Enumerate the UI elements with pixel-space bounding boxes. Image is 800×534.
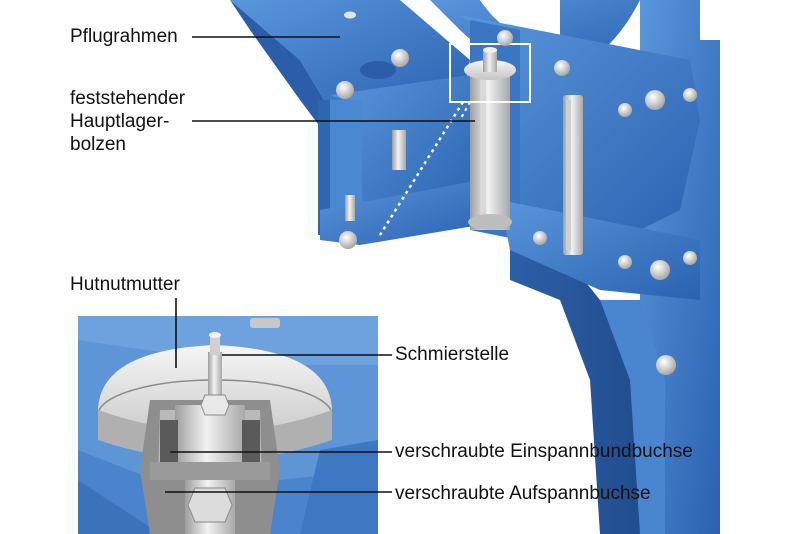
label-hauptlagerbolzen-line2: Hauptlager- [70,111,170,132]
label-hauptlagerbolzen-line3: bolzen [70,134,126,155]
detail-inset [78,316,378,534]
bolt-heads [336,30,697,375]
label-hauptlagerbolzen: feststehender Hauptlager- bolzen [70,87,185,156]
label-aufspannbuchse: verschraubte Aufspannbuchse [395,483,651,504]
label-einspannbundbuchse: verschraubte Einspannbundbuchse [395,441,693,462]
label-schmierstelle: Schmierstelle [395,344,510,365]
plough-frame-beam [230,0,470,140]
label-pflugrahmen: Pflugrahmen [70,26,178,47]
detail-highlight-box [449,43,531,103]
label-hauptlagerbolzen-line1: feststehender [70,88,186,109]
label-hutnutmutter: Hutnutmutter [70,274,180,295]
main-bearing-pin [464,47,516,230]
left-bearing-bracket [318,75,480,245]
leader-lines [165,36,475,493]
